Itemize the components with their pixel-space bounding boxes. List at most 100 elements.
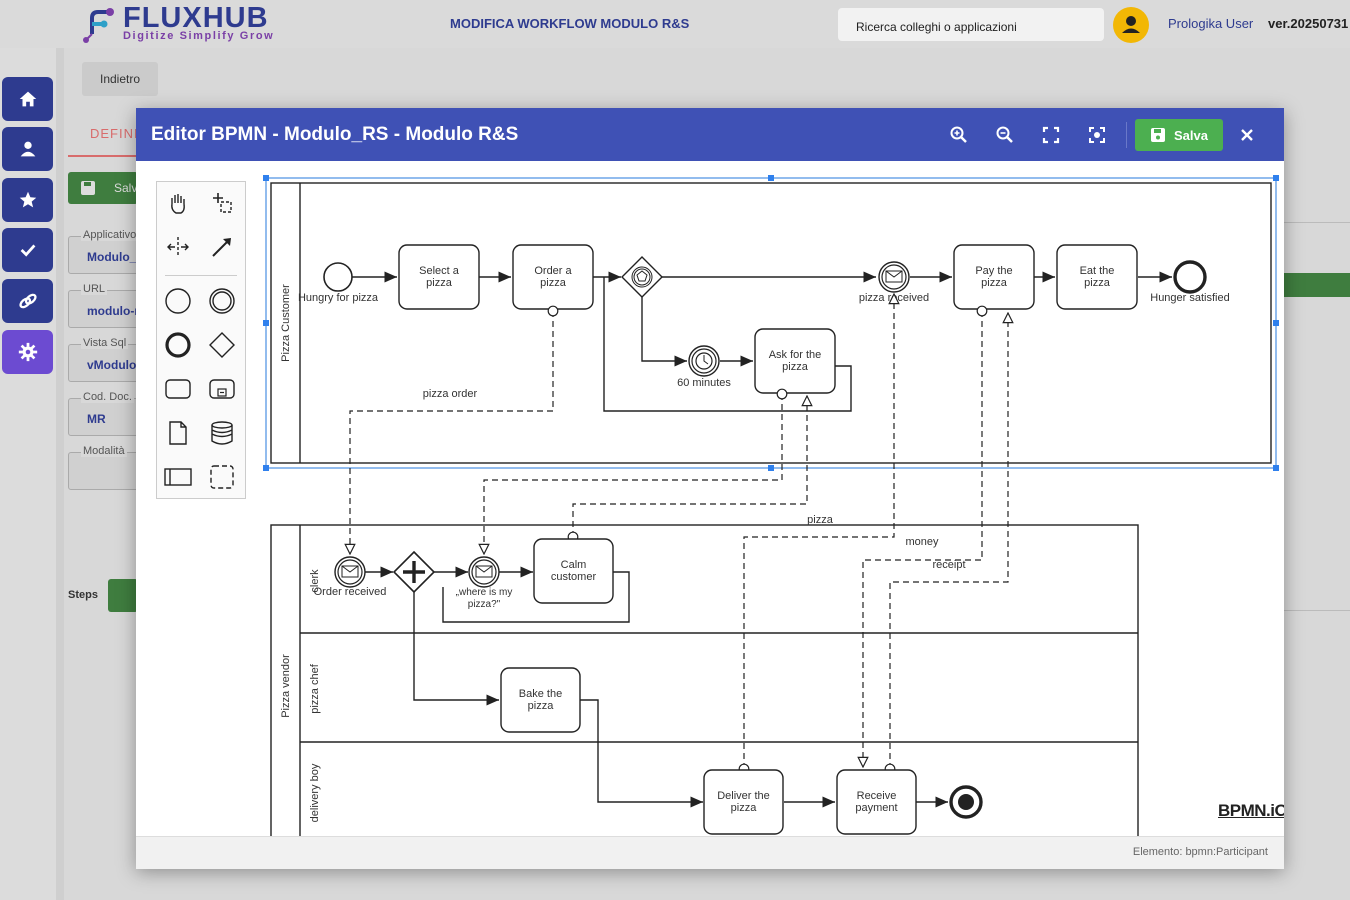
- zoom-out-icon: [996, 126, 1013, 143]
- data-store-icon: [211, 421, 233, 445]
- parallel-gateway[interactable]: [392, 550, 436, 594]
- timer-event[interactable]: [688, 345, 720, 377]
- message-event-where-is-pizza[interactable]: [468, 556, 500, 588]
- space-tool[interactable]: [163, 232, 193, 262]
- background-progress-bar: [1284, 273, 1350, 297]
- message-event-order-received[interactable]: [334, 556, 366, 588]
- version-label: ver.20250731: [1268, 16, 1349, 31]
- fullscreen-icon: [1042, 126, 1060, 144]
- event-based-gateway[interactable]: [621, 256, 663, 298]
- save-icon: [81, 181, 95, 195]
- fit-view-button[interactable]: [1084, 122, 1110, 148]
- field-vista-sql[interactable]: Vista Sql vModulo_RS: [68, 337, 140, 382]
- end-event[interactable]: [1173, 260, 1207, 294]
- timer-label: 60 minutes: [677, 377, 731, 389]
- gateway-icon: [209, 332, 235, 358]
- pool-pizza-customer[interactable]: Pizza Customer: [270, 182, 1272, 464]
- nav-settings[interactable]: [2, 330, 53, 374]
- create-task[interactable]: [163, 374, 193, 404]
- nav-links[interactable]: [2, 279, 53, 323]
- task-deliver-pizza[interactable]: Deliver the pizza: [703, 769, 784, 835]
- zoom-in-button[interactable]: [946, 122, 972, 148]
- create-subprocess[interactable]: [207, 374, 237, 404]
- zoom-out-button[interactable]: [992, 122, 1018, 148]
- end-event-label: Hunger satisfied: [1150, 292, 1230, 304]
- event-label: „where is my pizza?": [455, 587, 513, 610]
- bpmn-canvas[interactable]: Pizza Customer Pizza vendor clerk pizza …: [136, 161, 1284, 836]
- user-avatar[interactable]: [1113, 7, 1149, 43]
- divider: [1284, 610, 1350, 611]
- task-eat-pizza[interactable]: Eat the pizza: [1056, 244, 1138, 310]
- bpmn-io-logo[interactable]: BPMN.iO: [1218, 801, 1284, 820]
- data-object-icon: [169, 421, 187, 445]
- field-value: vModulo_RS: [87, 358, 137, 372]
- field-cod-doc[interactable]: Cod. Doc. MR: [68, 391, 140, 436]
- lane-label: pizza chef: [309, 663, 321, 713]
- dialog-footer: Elemento: bpmn:Participant: [136, 836, 1284, 869]
- field-url[interactable]: URL modulo-rs: [68, 283, 140, 328]
- fullscreen-button[interactable]: [1038, 122, 1064, 148]
- task-order-pizza[interactable]: Order a pizza: [512, 244, 594, 310]
- pool-label: Pizza Customer: [280, 284, 292, 362]
- hand-tool[interactable]: [163, 188, 193, 218]
- fluxhub-logo-icon: [83, 8, 114, 43]
- task-icon: [165, 379, 191, 399]
- task-label: Calm customer: [550, 559, 597, 583]
- nav-favorites[interactable]: [2, 178, 53, 222]
- task-calm-customer[interactable]: Calm customer: [533, 538, 614, 604]
- bpmn-diagram[interactable]: Pizza Customer Pizza vendor clerk pizza …: [136, 161, 1284, 836]
- field-label: Applicativo: [81, 229, 139, 241]
- steps-label: Steps: [68, 589, 98, 601]
- lasso-tool[interactable]: [207, 188, 237, 218]
- tab-definition[interactable]: DEFINI: [90, 126, 139, 141]
- create-gateway[interactable]: [207, 330, 237, 360]
- nav-user[interactable]: [2, 127, 53, 171]
- brand-tagline: Digitize Simplify Grow: [123, 30, 275, 42]
- task-bake-pizza[interactable]: Bake the pizza: [500, 667, 581, 733]
- field-label: Vista Sql: [81, 337, 129, 349]
- create-data-store[interactable]: [207, 418, 237, 448]
- save-label: Salva: [1174, 127, 1208, 143]
- top-bar: FLUXHUB Digitize Simplify Grow MODIFICA …: [0, 0, 1350, 48]
- sidebar-divider: [56, 48, 64, 900]
- group-icon: [210, 465, 234, 489]
- task-label: Bake the pizza: [518, 688, 563, 712]
- task-ask-pizza[interactable]: Ask for the pizza: [754, 328, 836, 394]
- participant-icon: [164, 468, 192, 486]
- terminate-end-event[interactable]: [949, 785, 983, 819]
- nav-home[interactable]: [2, 77, 53, 121]
- field-applicativo[interactable]: Applicativo Modulo_RS: [68, 229, 140, 274]
- save-button[interactable]: Salva: [1135, 119, 1223, 151]
- field-value: Modulo_RS: [87, 250, 137, 264]
- add-step-button[interactable]: [108, 579, 138, 612]
- space-tool-icon: [167, 237, 189, 257]
- close-button[interactable]: [1234, 122, 1260, 148]
- create-end-event[interactable]: [163, 330, 193, 360]
- task-label: Eat the pizza: [1079, 265, 1115, 289]
- nav-tasks[interactable]: [2, 228, 53, 272]
- user-name[interactable]: Prologika User: [1168, 16, 1254, 31]
- tool-palette: [156, 181, 246, 499]
- task-select-pizza[interactable]: Select a pizza: [398, 244, 480, 310]
- create-data-object[interactable]: [163, 418, 193, 448]
- create-intermediate-event[interactable]: [207, 286, 237, 316]
- message-label: pizza: [807, 514, 834, 526]
- search-input[interactable]: Ricerca colleghi o applicazioni: [838, 8, 1104, 41]
- create-participant[interactable]: [163, 462, 193, 492]
- task-receive-payment[interactable]: Receive payment: [836, 769, 917, 835]
- message-label: money: [905, 536, 939, 548]
- back-button[interactable]: Indietro: [82, 62, 158, 96]
- background-save-button[interactable]: Salva: [68, 172, 144, 204]
- message-event-pizza-received[interactable]: [878, 261, 910, 293]
- field-label: URL: [81, 283, 108, 295]
- palette-separator: [165, 275, 237, 276]
- create-start-event[interactable]: [163, 286, 193, 316]
- connect-tool[interactable]: [207, 232, 237, 262]
- brand-name: FLUXHUB: [123, 2, 269, 34]
- start-event[interactable]: [323, 262, 353, 292]
- task-pay-pizza[interactable]: Pay the pizza: [953, 244, 1035, 310]
- task-label: Order a pizza: [534, 265, 572, 289]
- subprocess-icon: [209, 379, 235, 399]
- field-modalita[interactable]: Modalità: [68, 445, 140, 490]
- create-group[interactable]: [207, 462, 237, 492]
